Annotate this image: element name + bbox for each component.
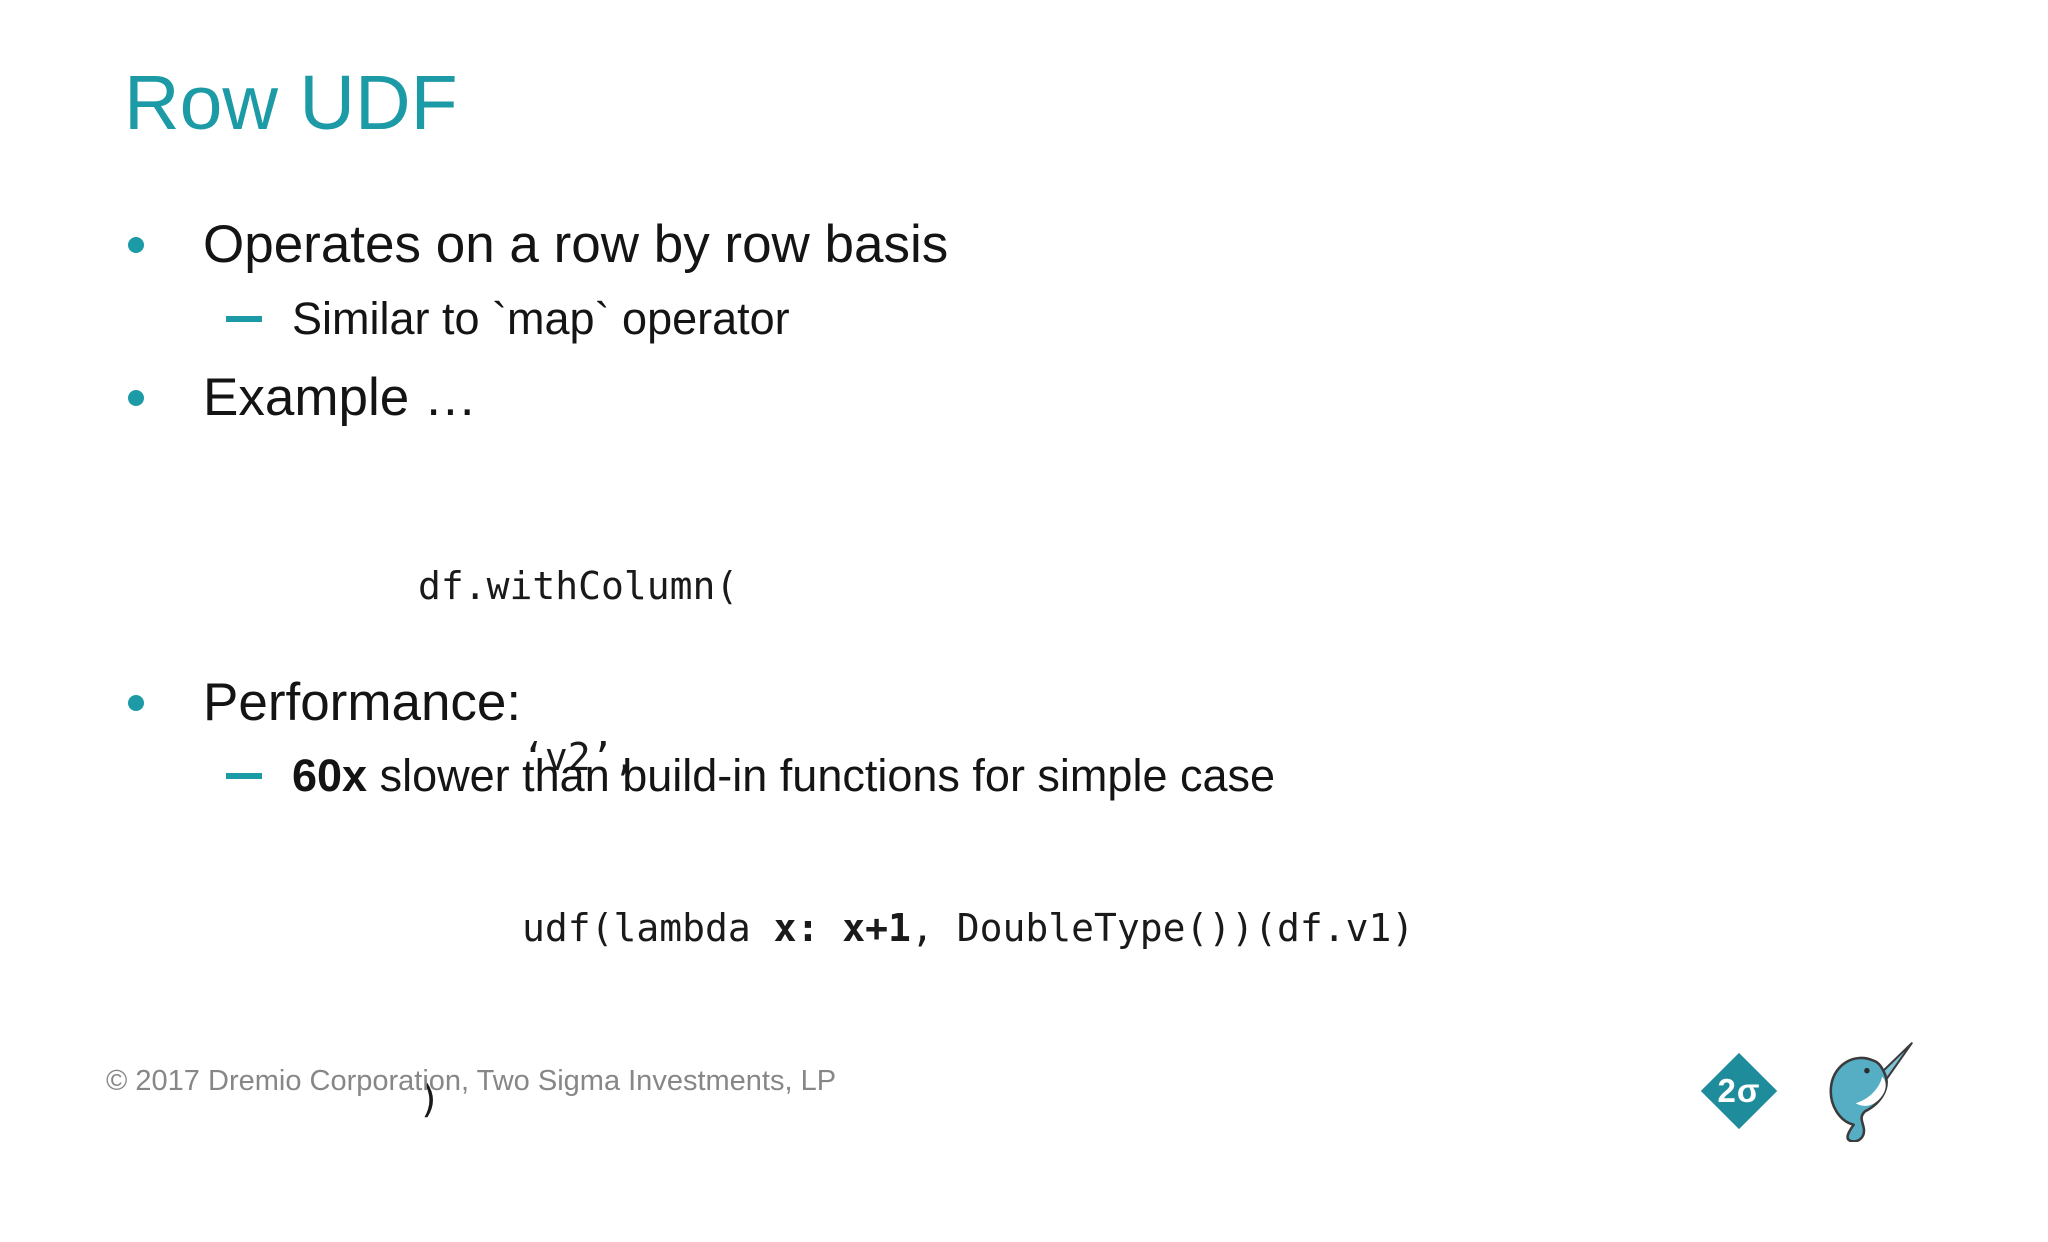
bullet-text: Example … (203, 368, 477, 427)
code-bold-segment: x: x+1 (773, 906, 911, 950)
code-block: df.withColumn( ‘v2’, udf(lambda x: x+1, … (418, 444, 1414, 1242)
bullet-text: Performance: (203, 673, 522, 732)
bullet-dot-icon (128, 390, 144, 406)
slide-canvas: Row UDF Operates on a row by row basis S… (106, 60, 1913, 1142)
bullet-dot-icon (128, 237, 144, 253)
code-line-4: ) (418, 1077, 441, 1121)
bullet-text: Operates on a row by row basis (203, 215, 949, 274)
two-sigma-logo: 2σ (1700, 1052, 1778, 1130)
bullet-dot-icon (128, 695, 144, 711)
sub-bullet-dash-icon (226, 316, 262, 322)
page-title: Row UDF (124, 60, 458, 146)
sub-bullet-text: 60x slower than build-in functions for s… (292, 750, 1276, 801)
code-line-3: udf(lambda x: x+1, DoubleType())(df.v1) (522, 906, 1415, 950)
sub-bullet-text: Similar to `map` operator (292, 293, 790, 344)
sub-bullet-dash-icon (226, 773, 262, 779)
code-line-2: ‘v2’, (522, 735, 637, 779)
footer-copyright: © 2017 Dremio Corporation, Two Sigma Inv… (106, 1065, 837, 1097)
two-sigma-label: 2σ (1717, 1072, 1761, 1109)
stat-60x: 60x (292, 750, 368, 801)
narwhal-logo-icon (1829, 1042, 1913, 1142)
code-line-1: df.withColumn( (418, 564, 739, 608)
